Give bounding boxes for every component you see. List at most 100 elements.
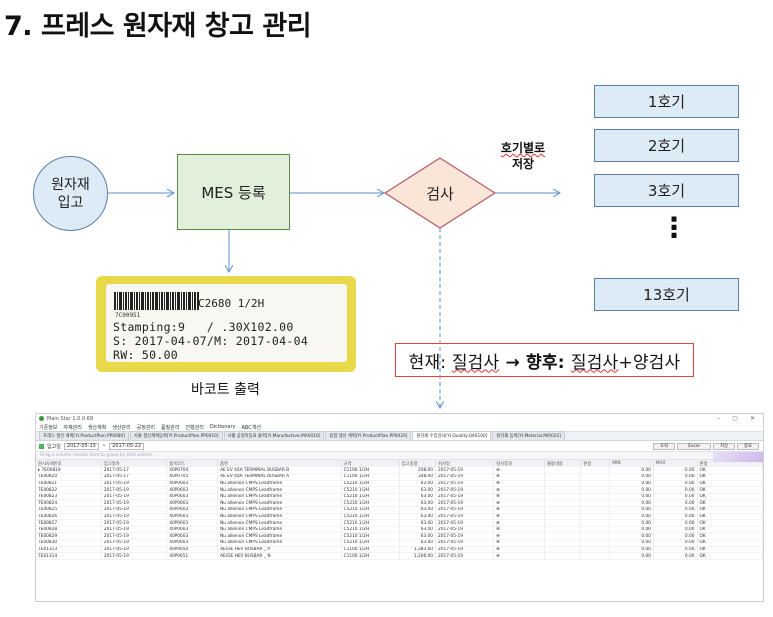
table-cell: 7E00828: [36, 526, 102, 534]
barcode-icon: [114, 292, 199, 310]
menu-item[interactable]: 자재관리: [63, 424, 82, 431]
tab-welding-plan[interactable]: 용접 생산 계획[YI.ProductPlan.PP0020]: [325, 431, 412, 440]
column-header[interactable]: 불량내용: [544, 460, 582, 467]
menu-item[interactable]: 기준정보: [39, 424, 58, 431]
mes-register-node: MES 등록: [177, 154, 290, 230]
tab-press-plan[interactable]: 프레스 생산 계획[YI.ProductPlan.PP0080]: [39, 431, 129, 440]
menu-item[interactable]: ABC개선: [241, 424, 261, 431]
barcode-grade: C2680 1/2H: [198, 297, 265, 310]
column-header[interactable]: 판정: [697, 460, 763, 467]
close-icon[interactable]: ✕: [749, 415, 755, 422]
barcode-line1: Stamping:9 / .30X102.00: [113, 320, 294, 334]
table-cell: 40P0603: [166, 480, 219, 488]
table-cell: 2017-05-19: [101, 506, 168, 514]
table-cell: 7E00826: [36, 513, 102, 521]
table-cell: C5210 1/2H: [341, 499, 400, 508]
column-header[interactable]: 검사결과: [493, 460, 545, 467]
table-cell: OK: [697, 499, 763, 508]
table-cell: 2017-05-19: [435, 532, 495, 541]
table-cell: 2017-05-19: [435, 519, 495, 527]
table-cell: 40P0603: [166, 493, 219, 501]
table-cell: 2017-05-19: [435, 480, 495, 488]
column-header[interactable]: 품목코드: [166, 460, 219, 467]
column-header[interactable]: 입고중량: [399, 460, 437, 467]
excel-button[interactable]: Excel: [677, 442, 711, 450]
column-header[interactable]: 입고일자: [101, 460, 168, 467]
table-cell: OK: [697, 467, 763, 475]
menu-item[interactable]: 생산관리: [112, 424, 131, 431]
search-button[interactable]: 조회: [653, 442, 675, 450]
column-header[interactable]: 규격: [341, 460, 400, 467]
tab-injection-move[interactable]: 사출 공정이동표 출력[YI.Manufacture.MA0010]: [223, 431, 325, 440]
menu-item[interactable]: 품질관리: [161, 424, 180, 431]
table-cell: 40P0603: [166, 539, 219, 547]
unit-13: 13호기: [594, 278, 739, 311]
table-cell: 2017-05-19: [101, 486, 168, 494]
date-from-picker[interactable]: 2017-05-15: [63, 442, 99, 450]
column-header[interactable]: 검사일: [435, 460, 495, 467]
table-cell: 0.00: [653, 526, 698, 534]
table-cell: [580, 480, 611, 488]
menu-item[interactable]: 공정관리: [136, 424, 156, 431]
table-cell: 2017-05-19: [101, 519, 168, 527]
save-button[interactable]: 저장: [713, 442, 735, 450]
table-cell: 7E00820: [36, 473, 102, 481]
table-cell: [580, 486, 611, 494]
table-cell: 0.00: [653, 546, 698, 554]
date-to-picker[interactable]: 2017-05-22: [109, 442, 145, 450]
tab-injection-plan[interactable]: 사출 생산계획등록[YI.ProductPlan.PP0010]: [129, 431, 223, 440]
table-cell: OK: [697, 532, 763, 541]
table-cell: 208.00: [399, 467, 437, 475]
table-cell: OK: [697, 552, 763, 560]
date-filter-checkbox[interactable]: [39, 443, 44, 449]
table-cell: 7E00824: [36, 499, 102, 508]
table-cell: [580, 499, 611, 508]
column-header[interactable]: 판정: [580, 460, 611, 467]
ellipsis-vertical: ⋮: [660, 211, 688, 244]
tab-material-register[interactable]: 원자재 등록[YI.Material.MI0020]: [492, 431, 565, 440]
maximize-icon[interactable]: ▢: [732, 415, 738, 422]
table-cell: 2017-05-19: [101, 539, 168, 547]
table-cell: C1100 1/2H: [341, 473, 400, 481]
exit-button[interactable]: 종료: [737, 442, 759, 450]
table-cell: OK: [697, 526, 763, 534]
menu-item[interactable]: 생산계획: [87, 424, 107, 431]
table-cell: 0.00: [609, 526, 654, 534]
table-cell: 0.00: [609, 480, 654, 488]
table-cell: 348.00: [399, 473, 437, 481]
menu-item[interactable]: 진행관리: [185, 424, 204, 431]
note-prefix: 현재:: [408, 352, 452, 373]
table-cell: 7E00827: [36, 519, 102, 527]
table-cell: 0.00: [653, 506, 698, 514]
table-cell: 2017-05-17: [101, 473, 168, 481]
menu-item[interactable]: Dictionary: [209, 424, 236, 430]
minimize-icon[interactable]: –: [717, 415, 721, 422]
tab-material-inspection[interactable]: 원자재 수입검사[YI.Quality.QA0100]: [412, 431, 492, 440]
table-cell: Nu alkenon CMPS Leadframe: [217, 499, 342, 508]
table-cell: 2017-05-17: [101, 467, 168, 475]
table-cell: 63.00: [399, 486, 437, 494]
column-header[interactable]: 품명: [217, 460, 342, 467]
table-cell: 0.00: [609, 493, 654, 501]
table-cell: 0.00: [609, 499, 654, 508]
column-header[interactable]: MIN: [609, 460, 654, 467]
table-cell: 0.00: [609, 539, 654, 547]
column-header[interactable]: MAX: [653, 460, 698, 467]
table-cell: 2017-05-19: [101, 493, 168, 501]
column-header[interactable]: 원시자재번호: [36, 460, 102, 467]
